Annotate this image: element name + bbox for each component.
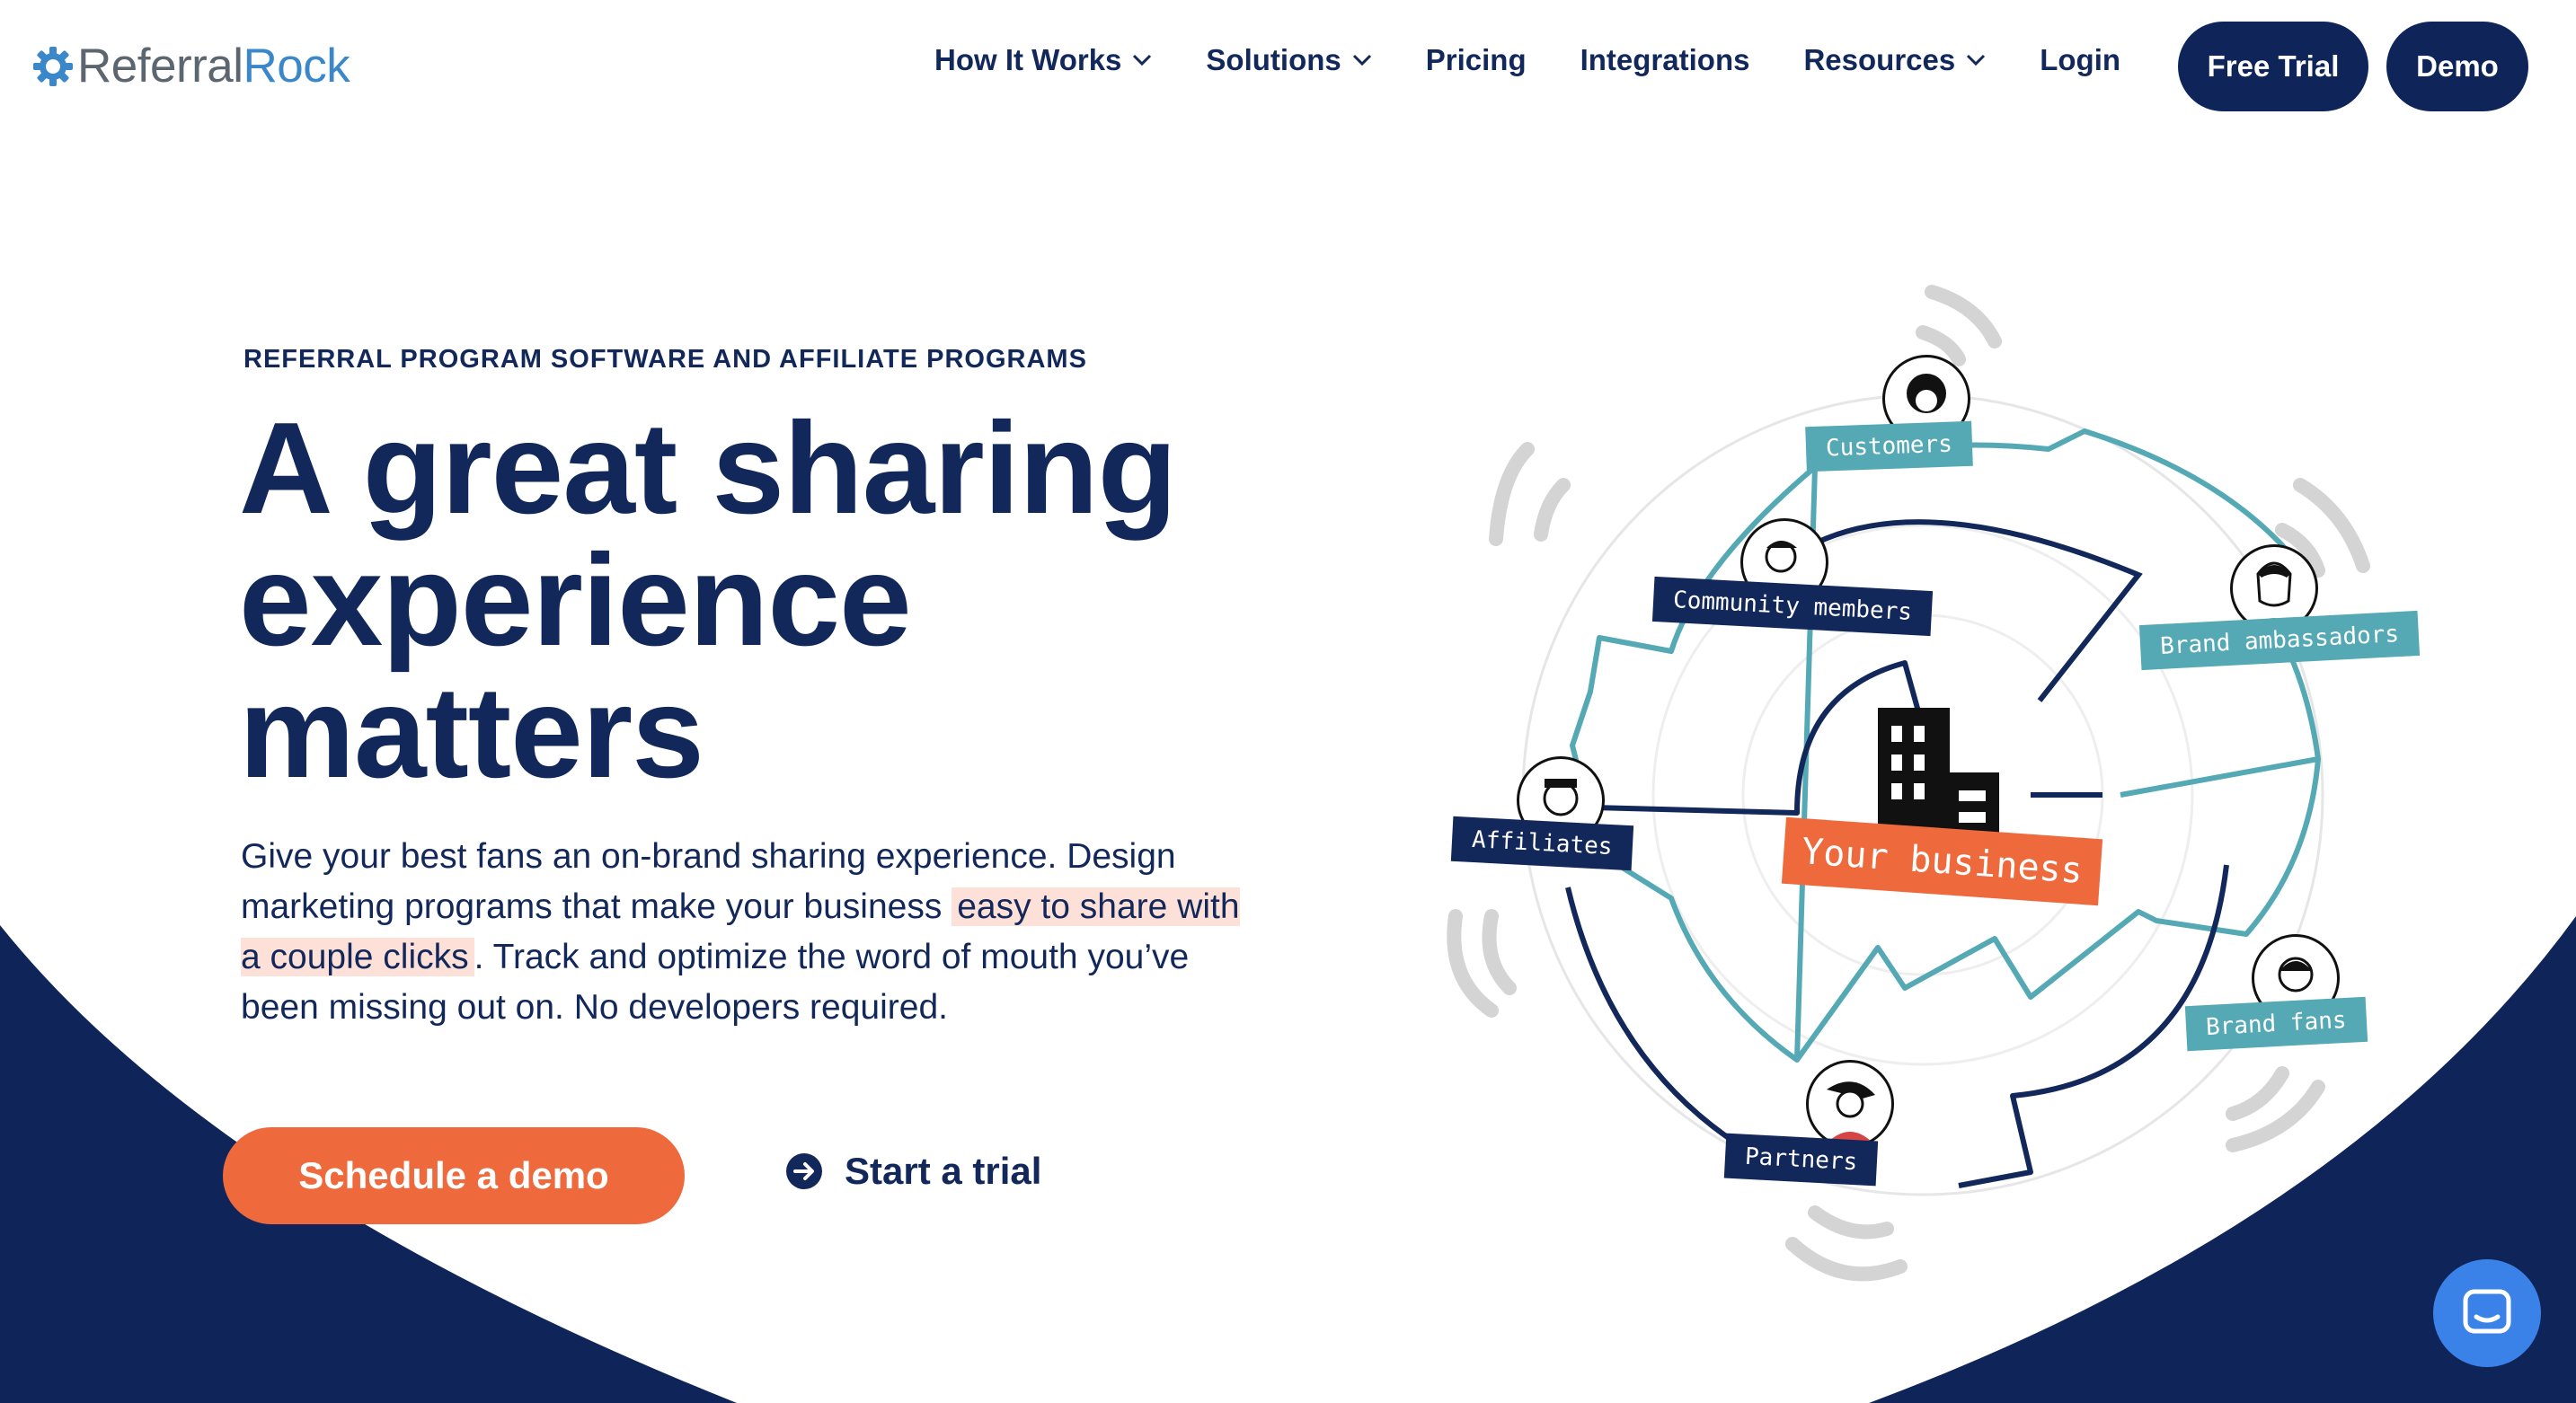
nav-how-it-works[interactable]: How It Works	[934, 43, 1152, 77]
free-trial-button[interactable]: Free Trial	[2178, 22, 2368, 111]
hero-eyebrow: REFERRAL PROGRAM SOFTWARE AND AFFILIATE …	[243, 345, 1087, 374]
body-text: . Track and optimize the word of mouth y…	[241, 938, 1190, 1027]
headline-line: matters	[239, 659, 704, 805]
chat-bubble-icon	[2463, 1289, 2511, 1334]
main-nav: How It Works Solutions Pricing Integrati…	[934, 43, 2174, 77]
nav-label: Pricing	[1425, 43, 1527, 76]
referral-network-illustration: Your business Customers Community member…	[1420, 269, 2421, 1320]
brand-fans-label: Brand fans	[2184, 996, 2368, 1052]
body-text: Give your best fans an on-brand sharing …	[241, 837, 1176, 926]
customers-label: Customers	[1805, 420, 1973, 472]
gear-logo-icon	[33, 47, 73, 86]
chat-widget-button[interactable]	[2433, 1259, 2541, 1367]
chevron-down-icon	[1133, 54, 1152, 66]
brand-name-part2: Rock	[243, 40, 350, 93]
network-rings	[1447, 285, 2370, 1282]
start-trial-label: Start a trial	[845, 1150, 1042, 1192]
brand-name: ReferralRock	[77, 40, 350, 93]
nav-label: Login	[2040, 43, 2121, 76]
chevron-down-icon	[1967, 54, 1986, 66]
brand-logo[interactable]: ReferralRock	[32, 40, 350, 93]
hero-headline: A great sharing experience matters	[239, 402, 1317, 799]
nav-login[interactable]: Login	[2040, 43, 2120, 77]
partners-label: Partners	[1723, 1133, 1879, 1187]
nav-label: Integrations	[1580, 43, 1750, 76]
headline-line: experience	[239, 527, 912, 673]
demo-button[interactable]: Demo	[2386, 22, 2528, 111]
nav-label: How It Works	[934, 43, 1122, 76]
partner-avatar-icon	[1806, 1060, 1894, 1148]
nav-pricing[interactable]: Pricing	[1426, 43, 1527, 77]
nav-solutions[interactable]: Solutions	[1206, 43, 1371, 77]
hero-body-copy: Give your best fans an on-brand sharing …	[241, 832, 1247, 1033]
chevron-down-icon	[1352, 54, 1371, 66]
brand-name-part1: Referral	[77, 40, 243, 93]
site-header: ReferralRock How It Works Solutions Pric…	[0, 0, 2576, 135]
schedule-demo-button[interactable]: Schedule a demo	[223, 1127, 685, 1224]
nav-label: Solutions	[1206, 43, 1341, 76]
nav-resources[interactable]: Resources	[1803, 43, 1986, 77]
nav-integrations[interactable]: Integrations	[1580, 43, 1750, 77]
headline-line: A great sharing	[239, 395, 1177, 541]
affiliates-label: Affiliates	[1450, 816, 1633, 871]
nav-label: Resources	[1803, 43, 1956, 76]
start-trial-link[interactable]: Start a trial	[785, 1150, 1041, 1193]
arrow-circle-right-icon	[786, 1153, 822, 1189]
